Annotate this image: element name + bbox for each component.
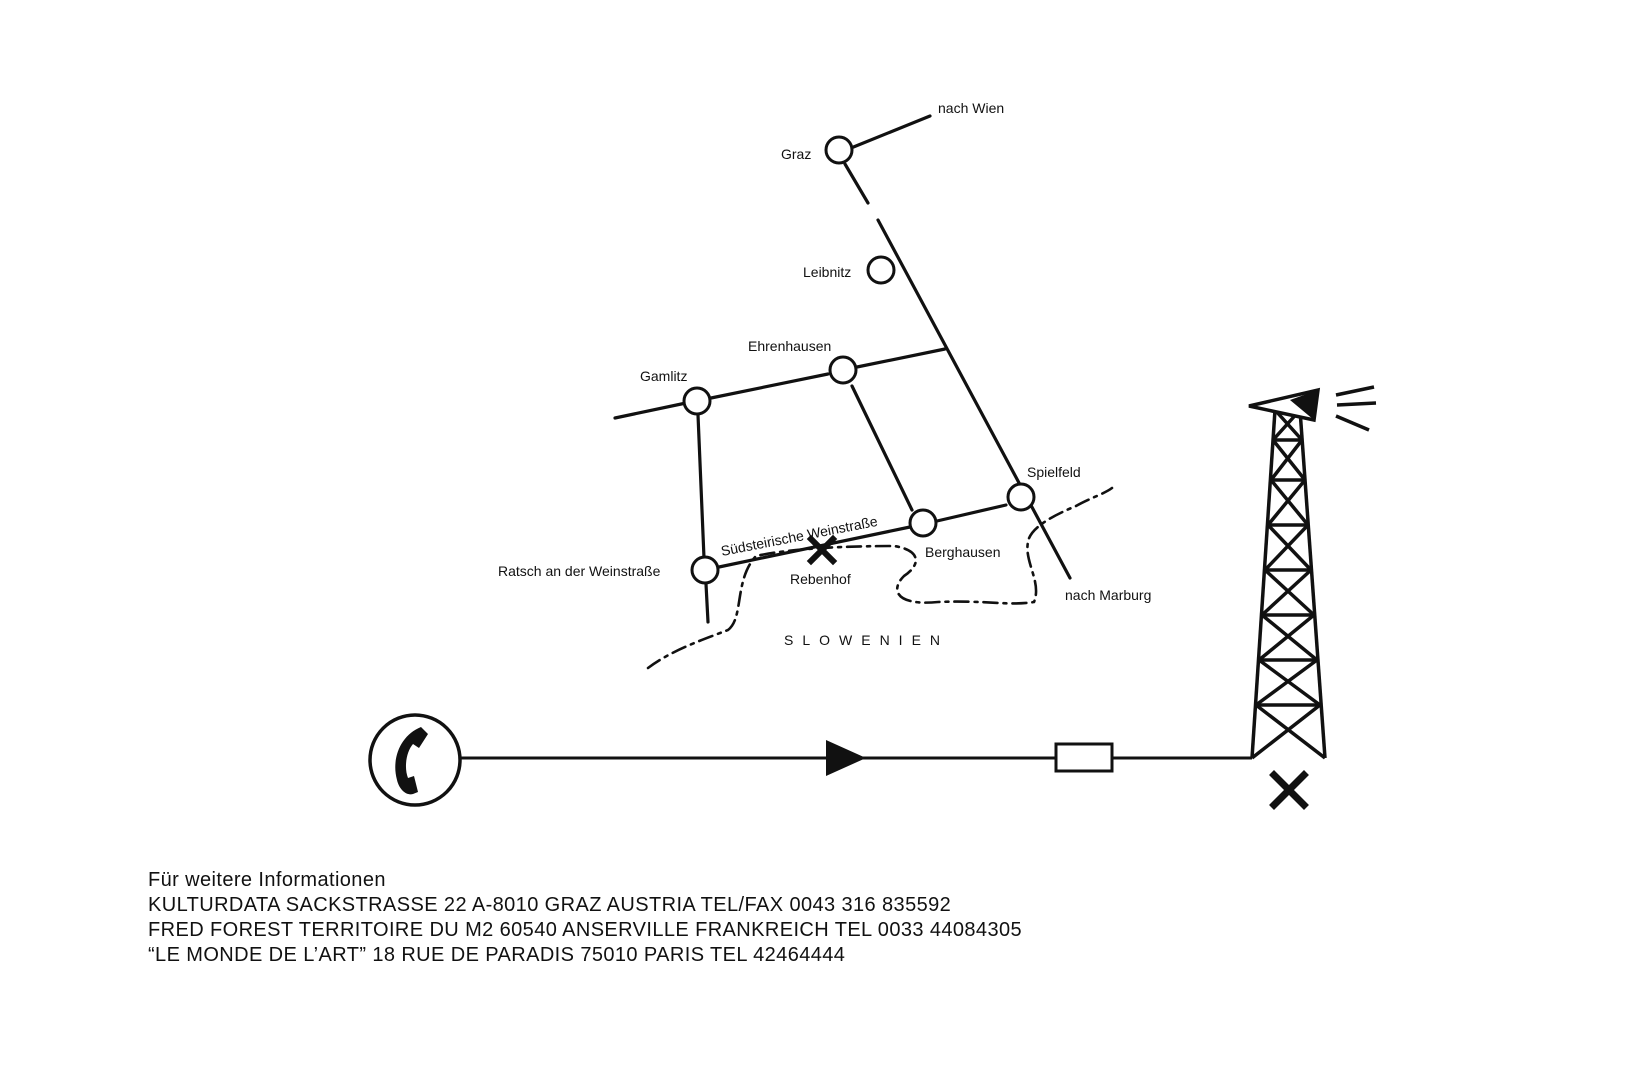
towns	[682, 135, 1036, 585]
road-to-wien	[849, 114, 932, 150]
road-ehrenhausen-berghausen	[850, 384, 914, 512]
town-marker-leibnitz	[866, 255, 896, 285]
label-ratsch: Ratsch an der Weinstraße	[498, 563, 661, 579]
label-ehrenhausen: Ehrenhausen	[748, 338, 831, 354]
road-network	[613, 114, 1072, 624]
label-nach-wien: nach Wien	[938, 100, 1004, 116]
contact-info: Für weitere Informationen KULTURDATA SAC…	[148, 868, 1022, 968]
road-ratsch-south	[704, 582, 710, 624]
label-graz: Graz	[781, 146, 811, 162]
road-west-to-gamlitz	[613, 401, 688, 420]
road-weinstrasse-west	[717, 525, 912, 569]
info-line-monde-de-lart: “LE MONDE DE L’ART” 18 RUE DE PARADIS 75…	[148, 944, 846, 966]
x-mark-icon	[806, 534, 838, 566]
label-leibnitz: Leibnitz	[803, 264, 851, 280]
road-gamlitz-ehrenhausen	[709, 372, 830, 400]
transmission-chain	[368, 385, 1377, 810]
label-gamlitz: Gamlitz	[640, 368, 687, 384]
road-ehrenhausen-main	[855, 347, 947, 369]
relay-box-icon	[1054, 742, 1114, 773]
label-road-weinstrasse: Südsteirische Weinstraße	[720, 513, 880, 559]
label-berghausen: Berghausen	[925, 544, 1001, 560]
loudspeaker-icon	[1248, 385, 1377, 432]
town-marker-graz	[824, 135, 854, 165]
info-line-kulturdata: KULTURDATA SACKSTRASSE 22 A-8010 GRAZ AU…	[148, 894, 952, 916]
road-gamlitz-ratsch	[696, 413, 706, 560]
arrow-right-icon	[826, 740, 866, 776]
radio-tower-icon	[1250, 408, 1327, 760]
road-graz-south	[843, 162, 870, 205]
label-rebenhof: Rebenhof	[790, 571, 851, 587]
town-marker-spielfeld	[1006, 482, 1036, 512]
town-marker-gamlitz	[682, 386, 712, 416]
x-mark-icon	[1269, 770, 1309, 810]
telephone-icon	[368, 713, 462, 807]
label-slowenien: SLOWENIEN	[784, 632, 949, 648]
national-border	[646, 486, 1114, 670]
info-line-fred-forest: FRED FOREST TERRITOIRE DU M2 60540 ANSER…	[148, 919, 1023, 941]
town-marker-ehrenhausen	[828, 355, 858, 385]
info-heading: Für weitere Informationen	[148, 869, 386, 891]
town-marker-berghausen	[908, 508, 938, 538]
label-spielfeld: Spielfeld	[1027, 464, 1081, 480]
town-marker-ratsch	[690, 555, 720, 585]
label-nach-marburg: nach Marburg	[1065, 587, 1151, 603]
road-main-south	[876, 218, 1072, 580]
road-weinstrasse-east	[935, 503, 1008, 523]
